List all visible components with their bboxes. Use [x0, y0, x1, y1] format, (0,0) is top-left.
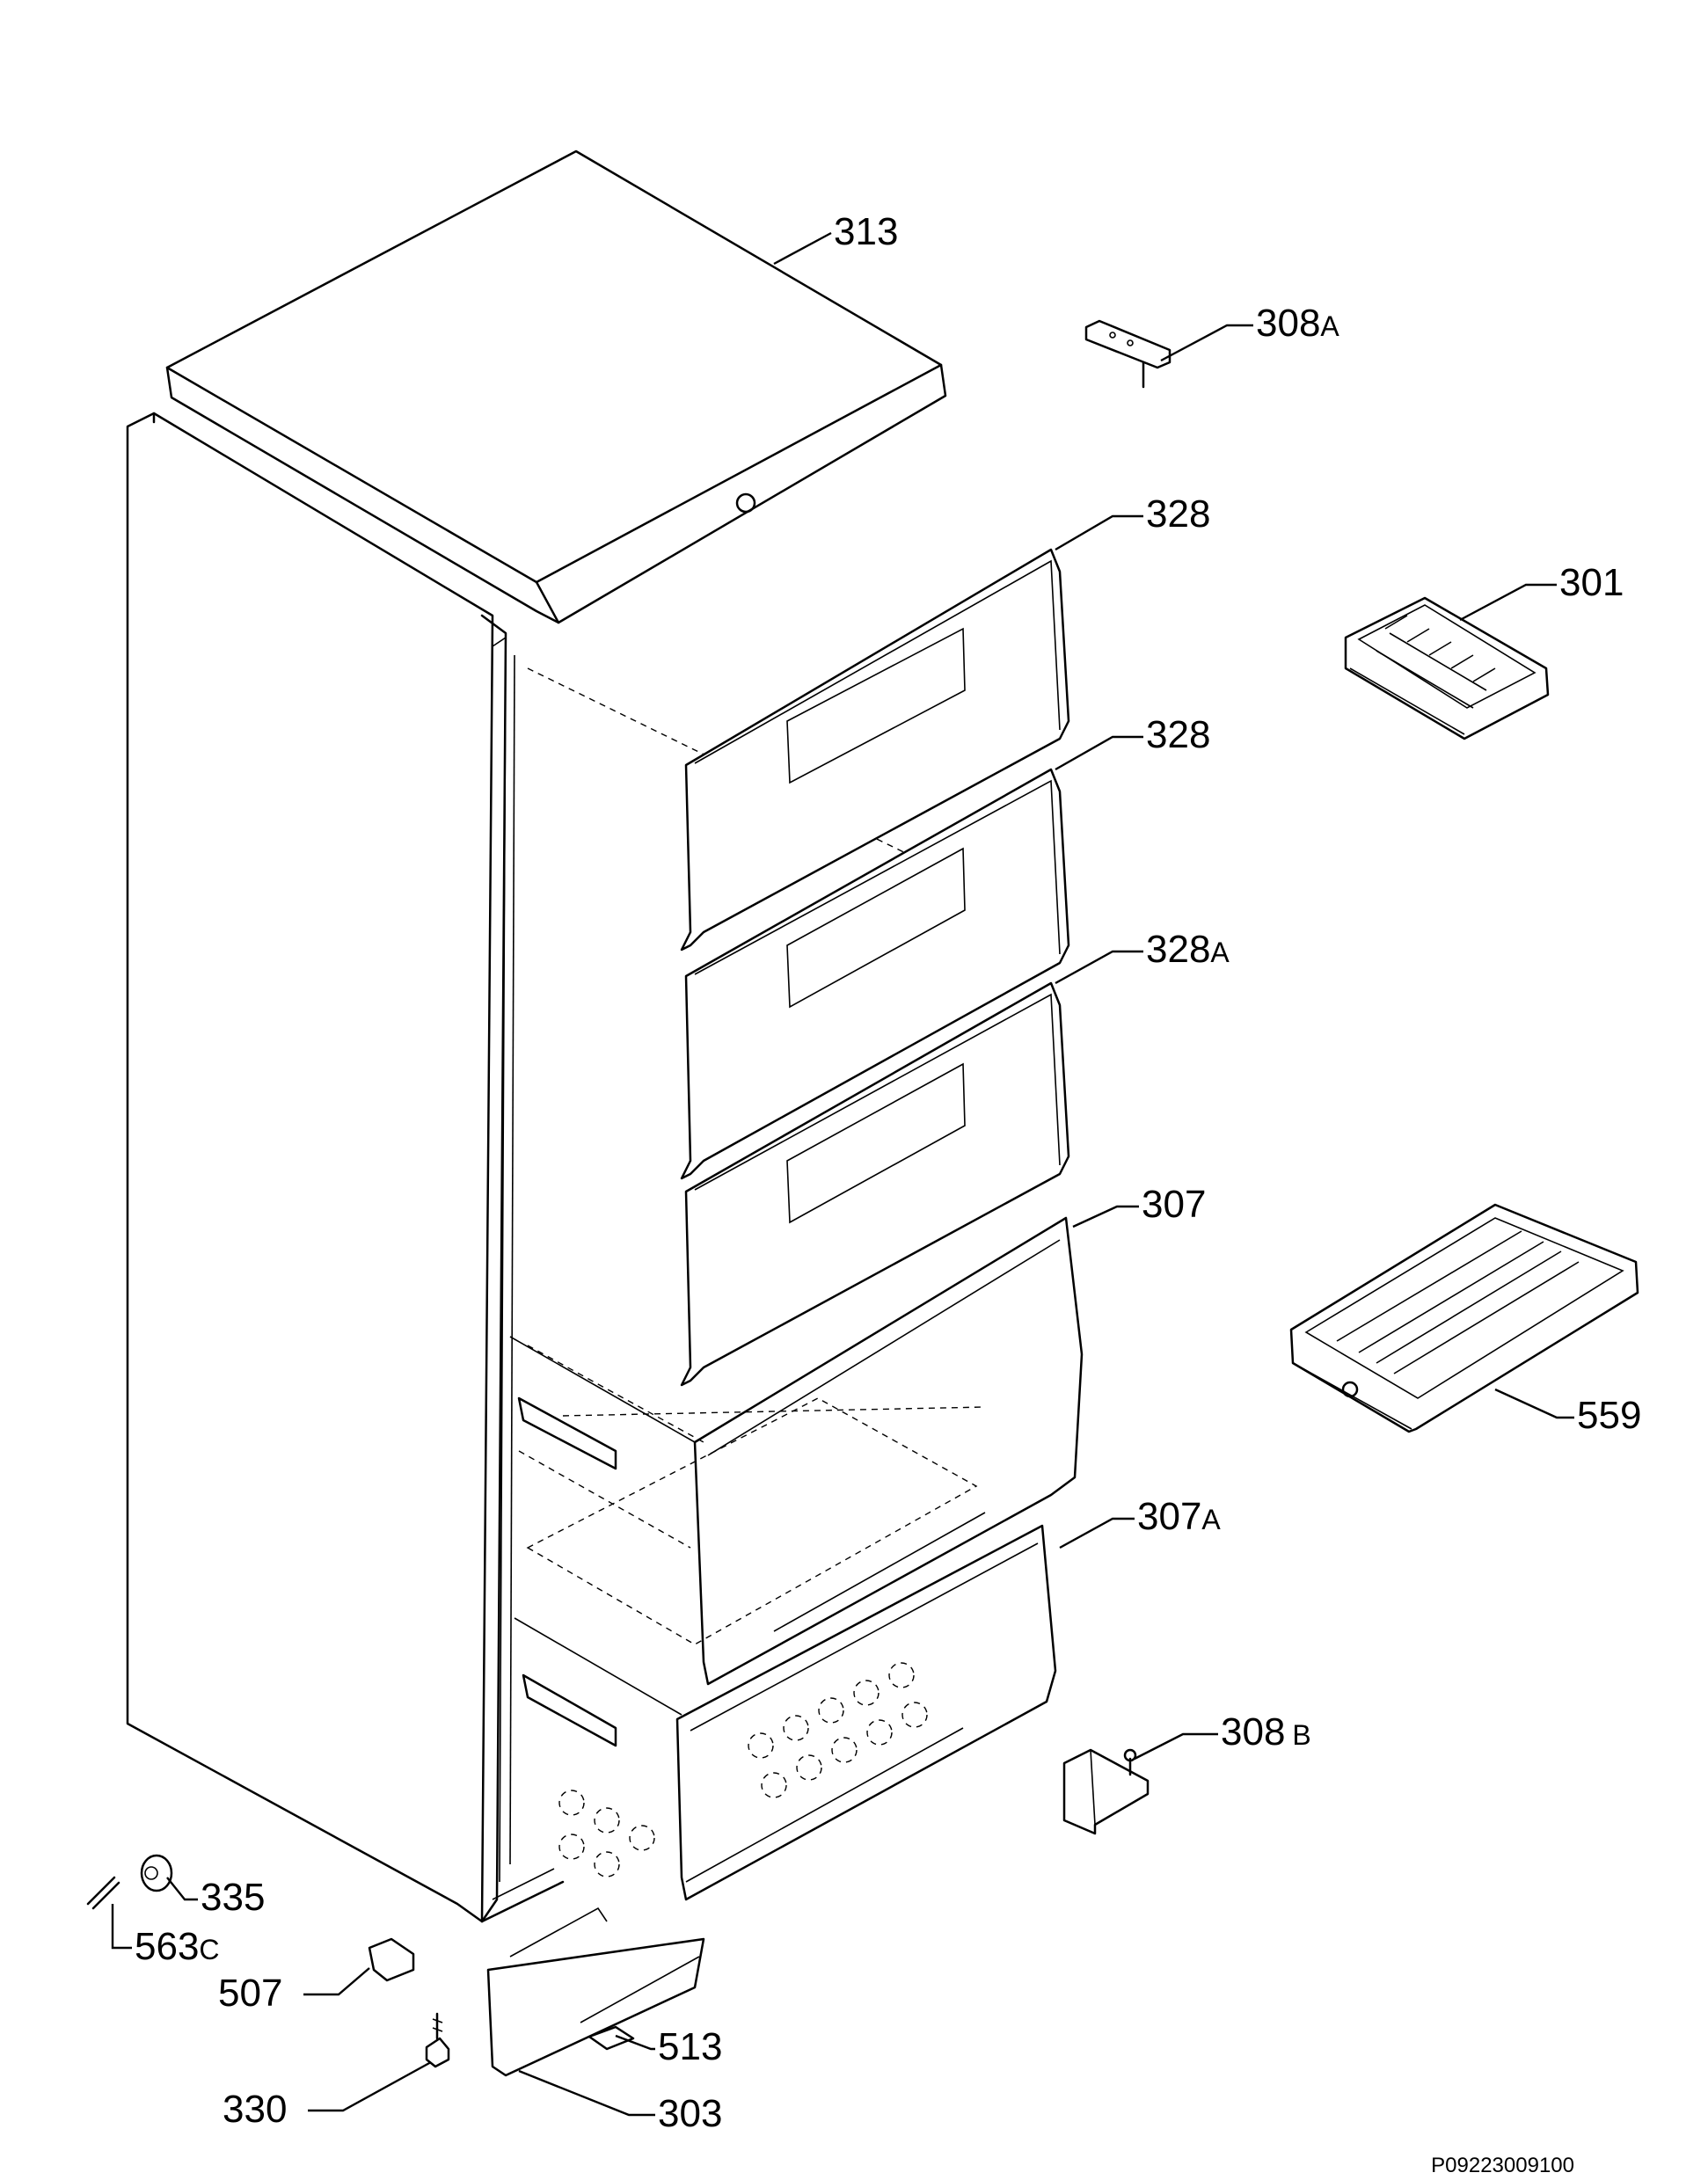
label-307A: 307A	[1137, 1495, 1221, 1538]
label-328A: 328A	[1146, 928, 1230, 971]
label-563C: 563C	[135, 1925, 220, 1968]
freezer-flap-328A	[680, 981, 1070, 1387]
freezer-flap-328-top	[680, 548, 1070, 951]
label-313: 313	[834, 210, 898, 253]
label-328-mid: 328	[1146, 713, 1210, 756]
label-307: 307	[1142, 1183, 1206, 1226]
label-559: 559	[1577, 1394, 1641, 1437]
leader-lines	[111, 231, 1574, 2117]
adjustable-foot-330	[425, 2012, 450, 2068]
cold-accumulator-559	[1289, 1203, 1639, 1433]
label-507: 507	[218, 1972, 282, 2015]
label-330: 330	[223, 2088, 287, 2131]
freezer-drawer-307A	[514, 1524, 1057, 1901]
part-335	[140, 1854, 173, 1892]
part-513	[588, 2025, 635, 2051]
pin-563C	[86, 1876, 120, 1910]
hinge-308A	[1084, 319, 1172, 389]
label-335: 335	[201, 1876, 265, 1919]
part-507	[368, 1937, 415, 1982]
freezer-flap-328-mid	[680, 768, 1070, 1180]
top-cover	[165, 149, 947, 624]
plinth-303	[486, 1907, 705, 2077]
cabinet-body	[126, 412, 924, 1923]
label-303: 303	[658, 2092, 722, 2135]
label-328-top: 328	[1146, 492, 1210, 536]
hinge-308B	[1062, 1748, 1150, 1835]
label-513: 513	[658, 2025, 722, 2068]
freezer-drawer-307	[509, 1216, 1084, 1686]
reference-code: P09223009100	[1431, 2154, 1574, 2177]
ice-cube-tray-301	[1344, 596, 1550, 740]
part-labels: 313 308A 328 301 328 328A 307 559 307A 3…	[135, 210, 1641, 2177]
label-301: 301	[1559, 561, 1624, 604]
label-308A: 308A	[1256, 302, 1339, 345]
